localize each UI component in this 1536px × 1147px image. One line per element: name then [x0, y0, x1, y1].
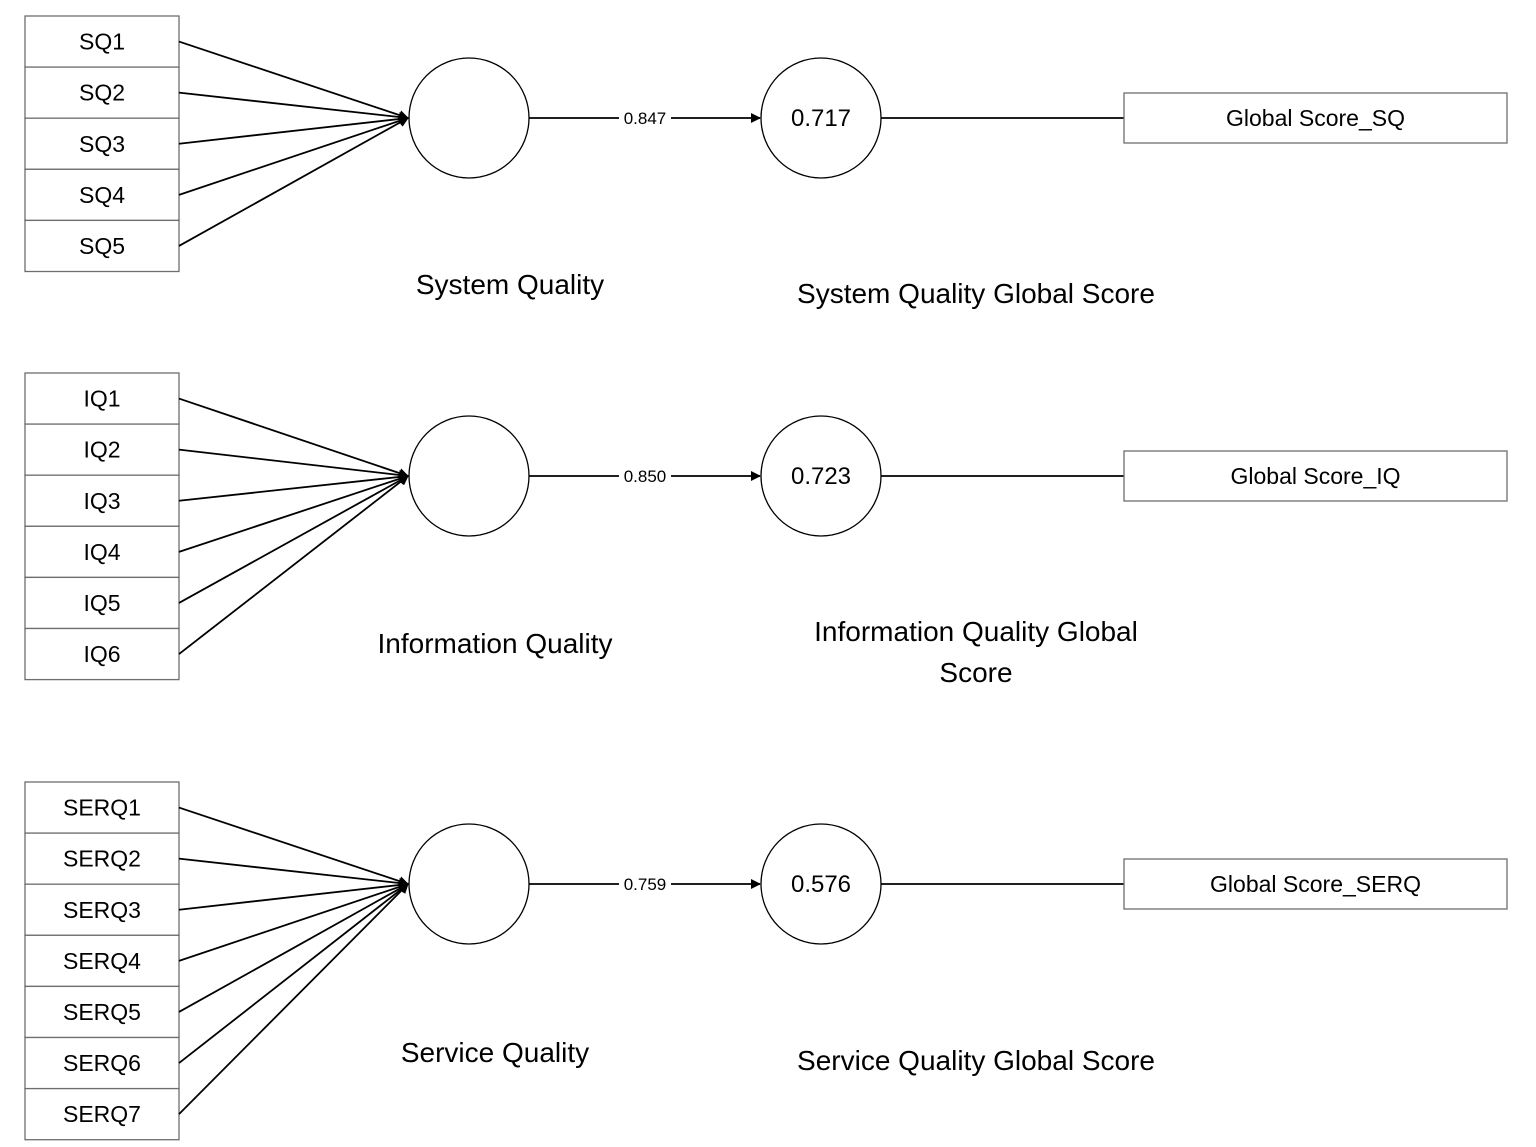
indicator-label: IQ4 [83, 539, 120, 565]
indicator-arrow [178, 882, 409, 962]
global-construct-label: Score [939, 657, 1012, 688]
indicator-label: SERQ5 [63, 999, 141, 1025]
indicator-label: SQ5 [79, 233, 125, 259]
r-squared-value: 0.717 [791, 105, 851, 132]
indicator-box [24, 1087, 180, 1141]
indicator-box [24, 525, 180, 579]
indicator-box [24, 781, 180, 834]
indicator-label: IQ5 [83, 590, 120, 616]
indicator-box [24, 66, 180, 119]
path-coefficient-bg [619, 873, 671, 894]
indicator-label: SERQ2 [63, 846, 141, 872]
indicator-arrow [178, 474, 409, 553]
global-indicator-box [1123, 92, 1508, 144]
indicator-box [24, 985, 180, 1039]
construct-circle [408, 823, 530, 945]
indicator-arrow [178, 471, 409, 502]
indicator-box [24, 832, 180, 885]
indicator-label: IQ6 [83, 641, 120, 667]
path-coefficient: 0.759 [624, 875, 667, 894]
indicator-box [24, 372, 180, 425]
global-construct-label: Service Quality Global Score [797, 1045, 1155, 1076]
path-coefficient-bg [619, 465, 671, 486]
indicator-label: SQ4 [79, 182, 125, 208]
global-indicator-label: Global Score_SQ [1226, 105, 1405, 131]
indicator-arrow [178, 883, 409, 1013]
indicator-box [24, 423, 180, 476]
construct-label: Service Quality [401, 1037, 589, 1068]
indicator-box [24, 1036, 180, 1090]
construct-label: System Quality [416, 269, 604, 300]
global-indicator-box [1123, 450, 1508, 502]
construct-circle [408, 415, 530, 537]
r-squared-value: 0.576 [791, 871, 851, 898]
indicator-label: SERQ4 [63, 948, 141, 974]
construct-circle [408, 57, 530, 179]
indicator-arrow [178, 117, 409, 247]
indicator-box [24, 219, 180, 273]
path-coefficient-bg [619, 107, 671, 128]
indicator-label: SQ3 [79, 131, 125, 157]
global-indicator-box [1123, 858, 1508, 910]
indicator-label: IQ1 [83, 386, 120, 412]
indicator-arrow [178, 40, 409, 120]
indicator-label: SQ2 [79, 80, 125, 106]
construct-label: Information Quality [378, 628, 613, 659]
indicator-label: IQ2 [83, 437, 120, 463]
indicator-arrow [178, 91, 409, 122]
indicator-arrow [178, 475, 409, 604]
indicator-label: SERQ7 [63, 1101, 141, 1127]
indicator-label: IQ3 [83, 488, 120, 514]
indicator-arrow [178, 880, 409, 911]
indicator-box [24, 627, 180, 681]
global-indicator-label: Global Score_SERQ [1210, 871, 1421, 897]
indicator-arrow [178, 114, 409, 145]
indicator-label: SERQ6 [63, 1050, 141, 1076]
global-construct-label: System Quality Global Score [797, 278, 1155, 309]
indicator-arrow [178, 857, 409, 888]
indicator-label: SERQ1 [63, 795, 141, 821]
indicator-arrow [178, 448, 409, 480]
indicator-box [24, 576, 180, 630]
indicator-box [24, 117, 180, 170]
indicator-arrow [178, 397, 409, 478]
global-indicator-label: Global Score_IQ [1230, 463, 1400, 489]
indicator-arrow [178, 883, 409, 1064]
indicator-label: SERQ3 [63, 897, 141, 923]
global-construct-label: Information Quality Global [814, 616, 1138, 647]
indicator-box [24, 15, 180, 68]
indicator-arrow [178, 806, 409, 886]
indicator-arrow [178, 116, 409, 196]
indicator-arrow [178, 475, 409, 655]
path-coefficient: 0.847 [624, 109, 667, 128]
r-squared-value: 0.723 [791, 463, 851, 490]
indicator-label: SQ1 [79, 29, 125, 55]
indicator-arrow [178, 883, 409, 1115]
path-coefficient: 0.850 [624, 467, 667, 486]
indicator-box [24, 934, 180, 988]
